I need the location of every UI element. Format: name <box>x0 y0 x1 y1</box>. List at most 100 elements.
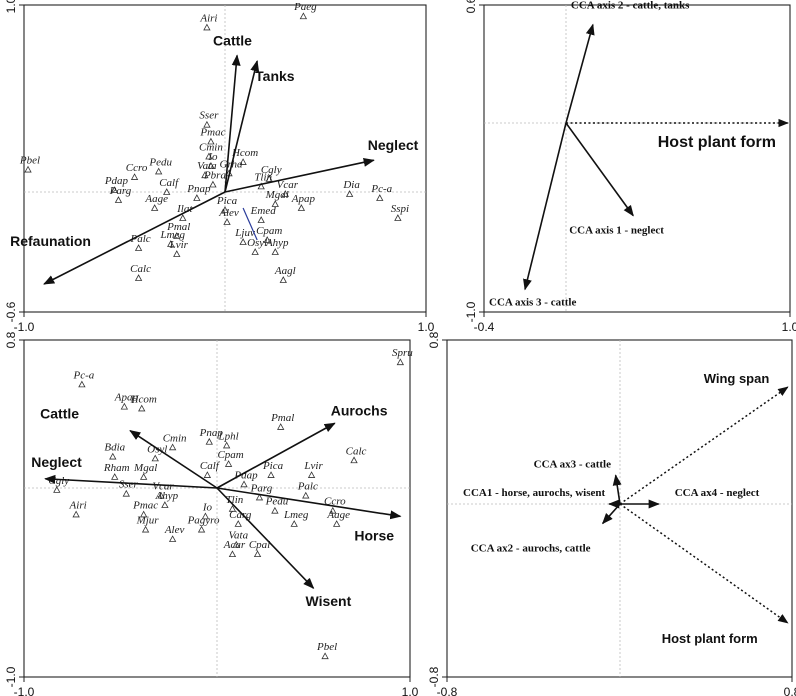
variable-vector <box>224 60 260 193</box>
species-point <box>345 190 354 197</box>
variable-vector <box>565 23 595 124</box>
species-label: Pagyro <box>187 515 220 527</box>
species-point <box>297 204 306 211</box>
species-point <box>332 520 341 527</box>
species-label: Apap <box>114 392 139 404</box>
vector-label: Host plant form <box>658 134 776 151</box>
species-point <box>396 358 405 366</box>
species-point <box>277 423 285 430</box>
species-label: Vata <box>229 530 249 542</box>
vector-label: Refaunation <box>10 233 91 249</box>
species-label: Calf <box>200 460 221 472</box>
species-point <box>134 244 143 251</box>
species-label: Vcar <box>152 481 174 493</box>
species-point <box>193 194 201 201</box>
vector-label: CCA ax2 - aurochs, cattle <box>471 542 591 554</box>
species-label: Ahyp <box>155 490 179 502</box>
species-label: Pnap <box>199 427 224 439</box>
species-point <box>251 248 259 255</box>
variable-vector <box>565 122 634 217</box>
species-label: Palc <box>297 481 318 493</box>
species-point <box>179 214 187 221</box>
species-point <box>232 540 240 548</box>
vector-label: Neglect <box>31 454 82 470</box>
species-label: Pbel <box>316 641 337 653</box>
species-label: Lphl <box>218 430 239 442</box>
species-point <box>207 161 215 169</box>
species-point <box>253 550 262 558</box>
species-label: Alev <box>218 207 239 219</box>
species-point <box>130 173 139 180</box>
variable-vector <box>129 429 218 489</box>
plot-frame <box>446 339 793 678</box>
species-point <box>122 489 130 497</box>
species-label: Vata <box>197 160 217 172</box>
species-point <box>109 452 117 460</box>
plot-frame <box>483 4 791 313</box>
species-point <box>151 454 159 462</box>
species-label: Ilat <box>176 203 193 215</box>
y-tick-label: -1.0 <box>4 666 18 687</box>
y-tick-label: 1.0 <box>4 0 18 13</box>
species-label: Cpal <box>249 539 270 551</box>
species-point <box>201 512 210 520</box>
variable-vector <box>216 487 402 520</box>
species-point <box>307 471 316 478</box>
y-tick-label: 0.8 <box>427 331 441 348</box>
species-label: Pdap <box>104 175 129 187</box>
x-tick-label: 0.8 <box>784 685 796 696</box>
species-point <box>205 152 213 160</box>
species-label: Pdap <box>233 469 258 481</box>
species-point <box>350 456 358 464</box>
species-point <box>290 520 298 527</box>
species-point <box>161 501 169 508</box>
species-point <box>271 200 279 207</box>
species-label: Sspi <box>391 203 409 215</box>
species-label: Parg <box>109 185 132 197</box>
species-label: Dia <box>342 179 360 191</box>
variable-vector <box>523 122 567 291</box>
species-point <box>138 404 146 412</box>
variable-vector <box>224 54 241 193</box>
species-label: Pbel <box>19 155 40 167</box>
species-label: Pnap <box>186 183 211 195</box>
species-label: Calc <box>130 263 151 275</box>
species-point <box>139 473 148 480</box>
species-label: Mgal <box>265 189 289 201</box>
species-point <box>329 506 337 514</box>
species-point <box>239 238 247 245</box>
vector-label: CCA axis 3 - cattle <box>489 296 576 308</box>
species-point <box>203 471 212 478</box>
species-point <box>150 204 159 211</box>
species-point <box>257 216 265 223</box>
species-point <box>394 214 402 221</box>
species-point <box>321 652 329 660</box>
variable-vector <box>44 474 218 489</box>
vector-label: CCA ax4 - neglect <box>675 487 760 499</box>
species-label: Pmal <box>270 412 294 424</box>
y-tick-label: 0.6 <box>464 0 478 13</box>
species-label: Apap <box>291 193 316 205</box>
species-point <box>265 175 273 182</box>
x-tick-label: 1.0 <box>402 685 419 696</box>
species-point <box>299 12 308 20</box>
vector-label: CCA ax3 - cattle <box>534 458 611 470</box>
y-tick-label: -0.8 <box>427 666 441 687</box>
species-label: Vcar <box>277 179 299 191</box>
species-label: Pmac <box>132 499 158 511</box>
species-point <box>168 535 177 542</box>
connector-line <box>242 207 258 241</box>
species-point <box>207 137 215 145</box>
species-point <box>234 520 242 527</box>
species-point <box>205 437 213 445</box>
y-tick-label: -0.6 <box>4 301 18 322</box>
species-label: Pmal <box>166 221 190 233</box>
species-point <box>197 525 206 533</box>
x-tick-label: -1.0 <box>14 685 35 696</box>
vector-label: CCA axis 1 - neglect <box>569 225 664 237</box>
species-point <box>302 491 310 499</box>
